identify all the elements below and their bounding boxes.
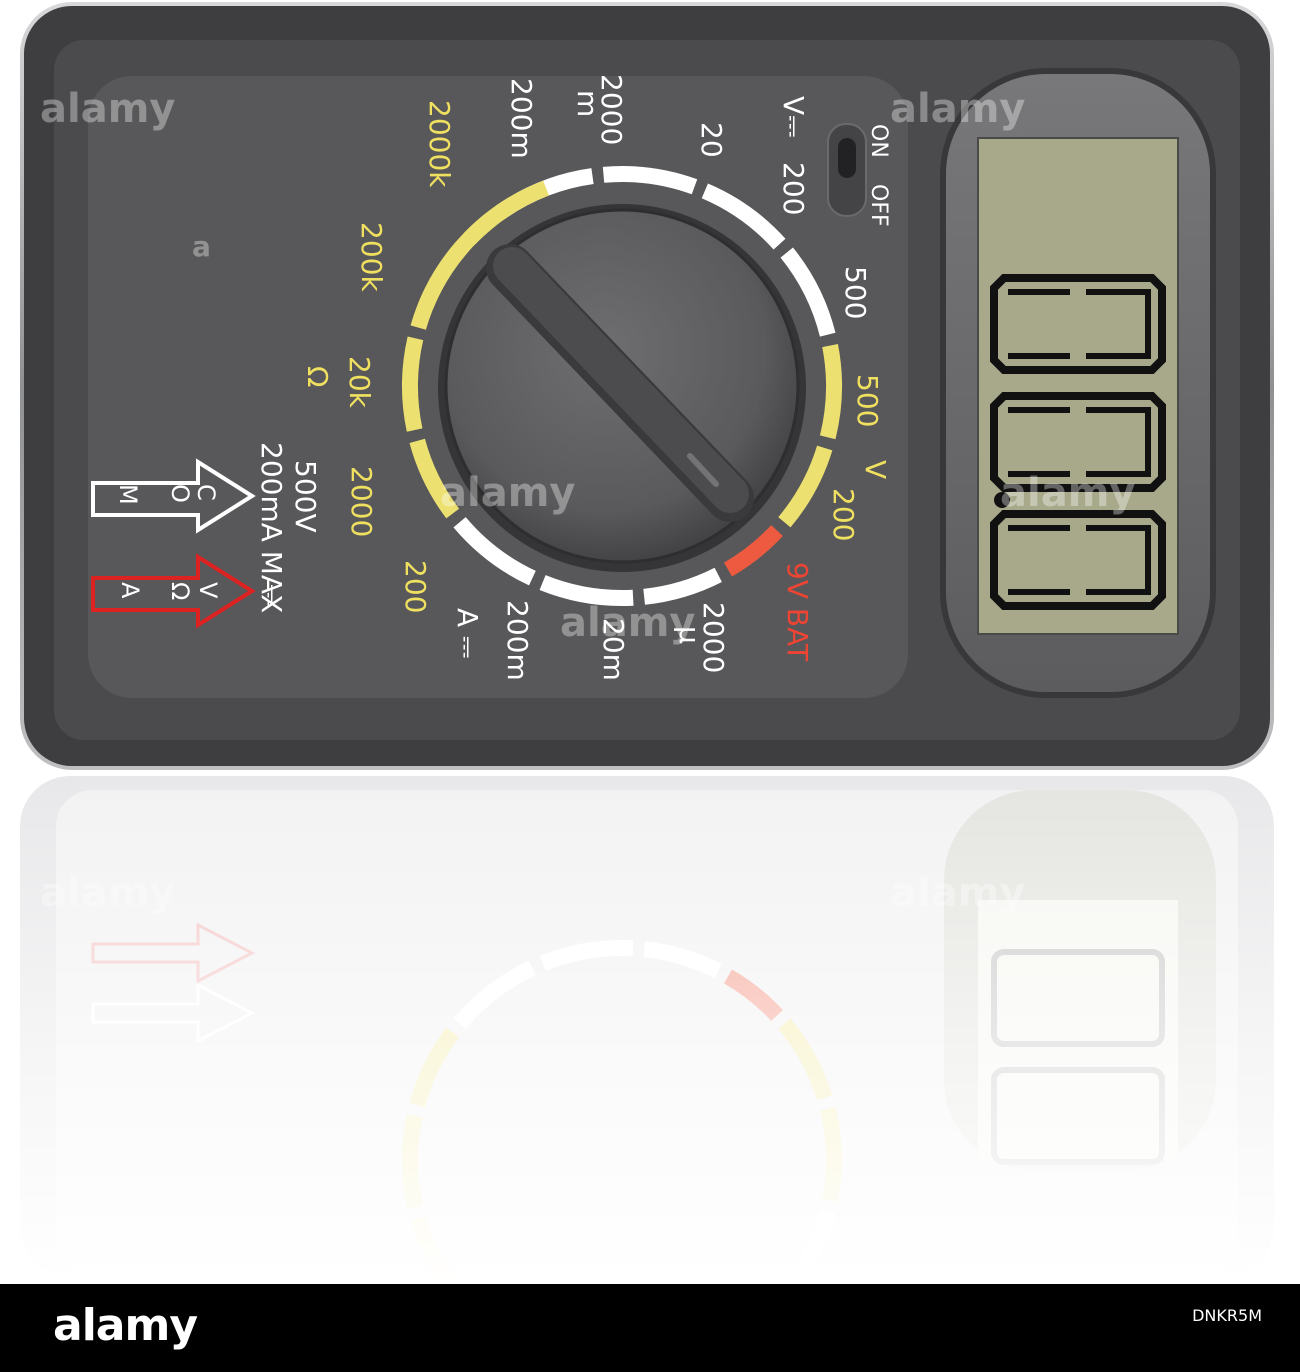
acv-unit-v: V — [859, 460, 892, 479]
dial-ring-segment — [643, 567, 722, 605]
footer-logo: alamy — [53, 1300, 198, 1351]
lcd-decimal-point — [994, 492, 1010, 508]
dial-ring-segment — [778, 445, 833, 528]
hfe-range-200m: 200m — [501, 600, 534, 681]
jack-rating-200ma: 200mA MAX — [255, 442, 288, 613]
v-ohm-ma-arrow-icon — [91, 553, 256, 629]
lcd-digit-inner — [1008, 525, 1151, 595]
acv-range-500-b: 500 — [851, 374, 884, 427]
lcd-digit — [990, 510, 1166, 610]
ohm-unit: Ω — [301, 366, 334, 387]
dcv-range-20: 20 — [695, 122, 728, 158]
dial-ring-segment — [410, 241, 469, 330]
dial-ring-segment — [780, 247, 836, 337]
dial-ring-segment — [701, 183, 786, 250]
lcd-digits — [990, 274, 1166, 610]
vma-letter-ohm: Ω — [166, 582, 194, 600]
com-letter-o: O — [166, 484, 194, 503]
hfe-micro: μ — [673, 626, 706, 644]
com-arrow-icon — [91, 458, 256, 534]
dial-ring-segment — [602, 166, 698, 195]
dcv-range-200m: 200m — [505, 78, 538, 159]
footer-image-id: DNKR5M — [1192, 1304, 1262, 1328]
jack-rating-500v: 500V — [289, 460, 322, 533]
lcd-digit — [990, 392, 1166, 492]
dcv-range-m: m — [571, 90, 604, 117]
dial-ring — [402, 166, 842, 606]
lcd-digit-inner — [1008, 289, 1151, 359]
hfe-range-20m: 20m — [597, 618, 630, 681]
ohm-range-200k: 200k — [355, 222, 388, 292]
lcd-digit-inner — [1008, 407, 1151, 477]
switch-on-label: ON — [866, 124, 891, 158]
dial-labels: ON OFF V⎓ 200 20 2000 m 200m 500 500 V 2… — [114, 74, 892, 681]
lcd-digit — [990, 274, 1166, 374]
jack-rating-dc: ⎓ — [255, 584, 288, 606]
acv-range-200: 200 — [827, 488, 860, 541]
ohm-range-2000k: 2000k — [423, 100, 456, 188]
vma-letter-a: A — [116, 582, 144, 599]
dca-range-200: 200 — [399, 560, 432, 613]
switch-off-label: OFF — [866, 184, 891, 227]
lcd-housing — [940, 68, 1216, 698]
image-id-text: DNKR5M — [1192, 1306, 1262, 1325]
com-letter-c: C — [192, 484, 220, 501]
dca-range-2000: 2000 — [345, 466, 378, 537]
knob-pointer — [486, 244, 754, 522]
dial-ring-segment — [819, 344, 842, 440]
battery-test-label: 9V BAT — [781, 562, 814, 662]
dial-ring-segment — [409, 438, 460, 519]
vma-letter-v: V — [194, 582, 222, 599]
power-switch[interactable] — [827, 123, 867, 217]
dcv-header: V⎓ — [777, 96, 810, 138]
dial-ring-segment — [539, 575, 634, 606]
dial-ring-segment — [402, 336, 424, 432]
dcv-range-2000m: 2000 — [595, 74, 628, 145]
acv-range-500-a: 500 — [839, 266, 872, 319]
dcv-range-200: 200 — [777, 162, 810, 215]
selector-knob[interactable] — [438, 204, 806, 572]
dial-ring-segment — [463, 180, 550, 245]
stock-footer: alamy DNKR5M — [0, 1284, 1300, 1372]
ohm-range-20k: 20k — [343, 356, 376, 409]
hfe-range-2000: 2000 — [697, 602, 730, 673]
dial-ring-segment — [453, 517, 536, 586]
dial-ring-segment — [723, 525, 783, 577]
com-letter-m: M — [114, 484, 142, 505]
dca-header: A ⎓ — [451, 608, 484, 658]
